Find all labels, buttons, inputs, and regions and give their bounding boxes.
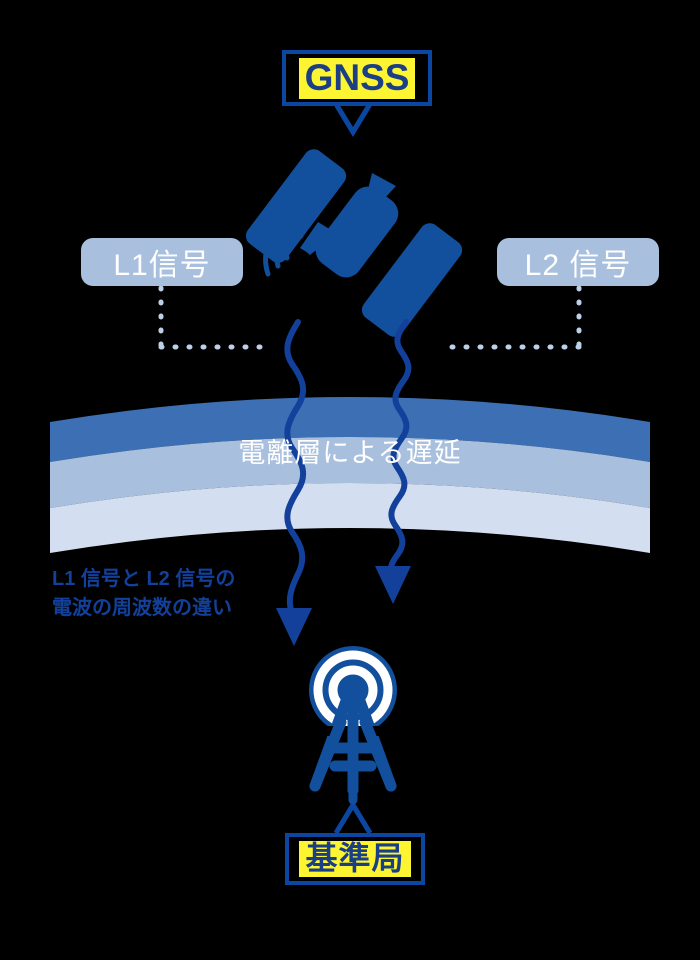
- l1-signal-label[interactable]: L1信号: [81, 238, 243, 286]
- base-station-callout[interactable]: 基準局: [285, 833, 425, 885]
- radio-tower-icon: [309, 646, 397, 796]
- ionosphere-band-upper: [50, 397, 650, 462]
- base-station-label: 基準局: [299, 841, 411, 877]
- l2-signal-text: L2 信号: [524, 249, 632, 282]
- ionosphere-band-middle: [50, 437, 650, 508]
- annotation-line-2: 電波の周波数の違い: [52, 597, 232, 619]
- l2-wave-path: [375, 319, 412, 604]
- annotation-line-1: L1 信号と L2 信号の: [52, 568, 236, 590]
- l2-signal-label[interactable]: L2 信号: [497, 238, 659, 286]
- l1-signal-text: L1信号: [113, 249, 211, 282]
- gnss-callout[interactable]: GNSS: [282, 50, 432, 106]
- dotted-connectors: [158, 285, 582, 350]
- ionosphere-band-lower: [50, 483, 650, 553]
- gnss-label: GNSS: [298, 57, 416, 99]
- frequency-difference-annotation: L1 信号と L2 信号の 電波の周波数の違い: [52, 565, 235, 623]
- ionosphere-bands: [50, 397, 650, 553]
- l1-wave-arrowhead: [276, 608, 312, 646]
- l2-wave-arrowhead: [375, 566, 411, 604]
- l1-wave-path: [276, 319, 312, 646]
- satellite-icon: [245, 149, 463, 337]
- signal-waves-icon: [263, 215, 304, 277]
